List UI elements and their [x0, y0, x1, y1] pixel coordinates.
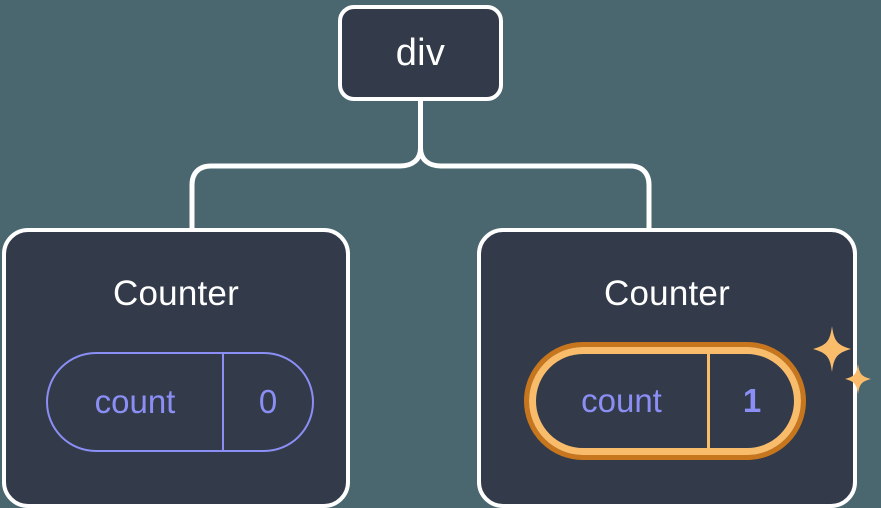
- node-counter-left[interactable]: Counter count 0: [2, 228, 350, 508]
- node-counter-right[interactable]: Counter count 1: [477, 228, 871, 508]
- state-key-label: count: [536, 354, 710, 448]
- node-counter-right-title: Counter: [604, 274, 730, 313]
- node-counter-left-title: Counter: [113, 274, 239, 313]
- state-key-label: count: [48, 354, 224, 450]
- node-div[interactable]: div: [338, 5, 503, 101]
- state-value-label: 1: [742, 382, 762, 419]
- state-pill-count-right[interactable]: count 1: [524, 342, 806, 460]
- sparkle-icon: [813, 326, 851, 372]
- node-div-label: div: [395, 32, 446, 74]
- sparkle-group: [813, 326, 871, 394]
- state-value-label: 0: [258, 383, 278, 420]
- sparkle-icon: [845, 364, 871, 394]
- state-pill-inner-ring: count 1: [529, 347, 801, 455]
- diagram-canvas: div Counter count 0 Counter count 1: [2, 5, 871, 508]
- state-pill-count-left[interactable]: count 0: [46, 352, 314, 452]
